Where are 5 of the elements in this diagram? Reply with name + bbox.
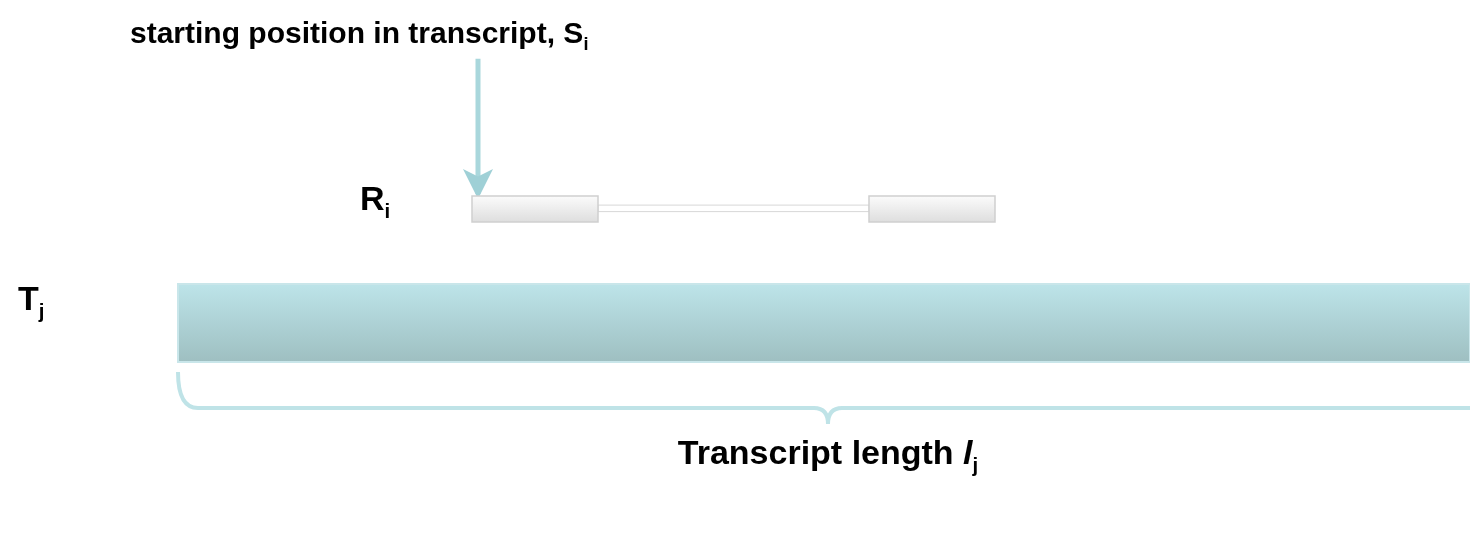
- node-label: T$_{j}$: [18, 280, 45, 323]
- node-label: R$_{i}$: [360, 180, 391, 223]
- dimension-label: Transcript length l$_{j}$: [677, 434, 979, 477]
- read-drawing: [471, 195, 996, 223]
- annotation-text: starting position in transcript, S$_{i}$: [130, 16, 589, 55]
